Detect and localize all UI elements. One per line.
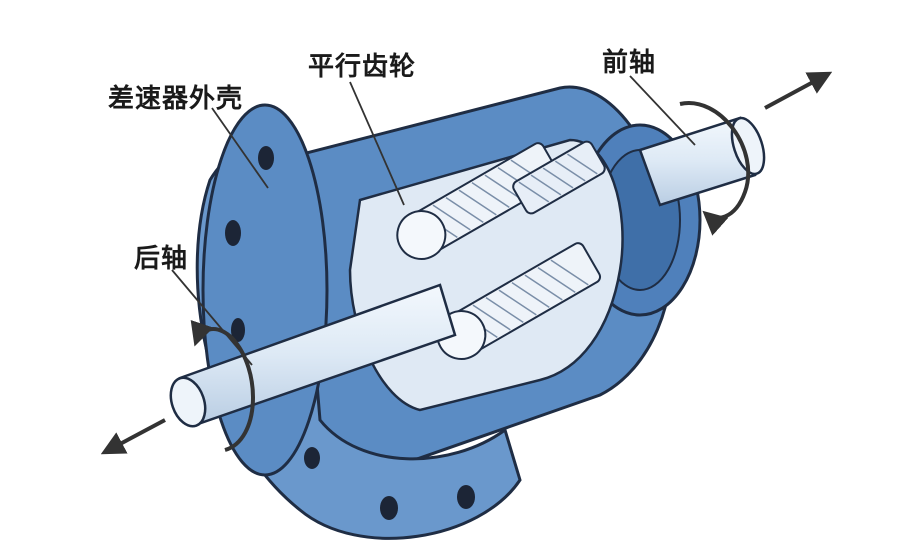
axial-arrow-icon — [100, 71, 833, 455]
housing-label: 差速器外壳 — [108, 84, 244, 114]
parallel-gears — [396, 140, 606, 360]
leader-lines — [171, 75, 696, 366]
flange-holes — [225, 146, 475, 520]
parallel-gears-label: 平行齿轮 — [308, 52, 417, 82]
rear-axle-label: 后轴 — [134, 244, 189, 274]
rear-axle — [169, 283, 457, 428]
front-axle — [638, 116, 766, 207]
front-axle-label: 前轴 — [602, 48, 657, 78]
